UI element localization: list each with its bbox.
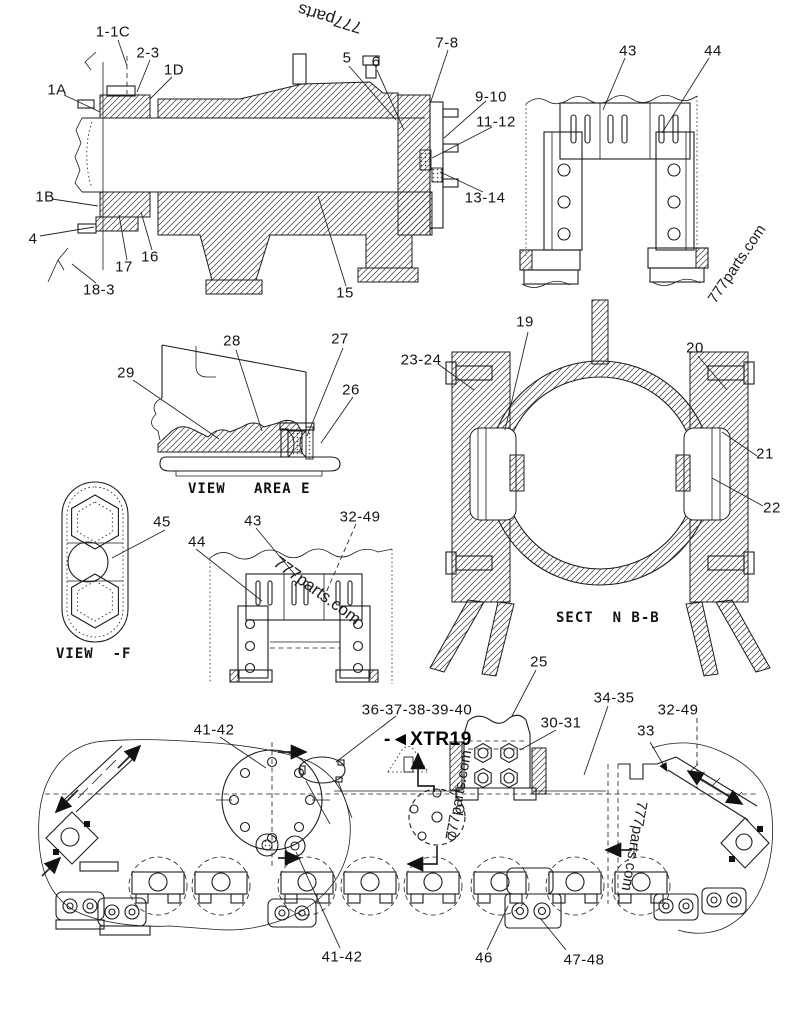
callout-label: 19 xyxy=(516,313,534,331)
callout-label: 1A xyxy=(47,81,67,99)
callout-label: 22 xyxy=(763,499,781,517)
view-area-e-detail xyxy=(132,344,354,477)
callout-label: 26 xyxy=(342,381,360,399)
xtr-marker: -◄XTR19 xyxy=(384,729,472,751)
callout-label: 32-49 xyxy=(339,508,381,526)
track-frame-assembly xyxy=(38,669,774,934)
callout-label: 21 xyxy=(756,445,774,463)
callout-label: 43 xyxy=(619,42,637,60)
view-f-link xyxy=(61,481,166,643)
callout-label: 44 xyxy=(188,533,206,551)
callout-label: 29 xyxy=(117,364,135,382)
mounting-bracket-mid xyxy=(195,523,393,684)
track-rollers xyxy=(55,851,747,951)
callout-label: 9-10 xyxy=(474,88,508,106)
callout-label: 6 xyxy=(371,53,381,71)
callout-label: 4 xyxy=(28,230,38,248)
callout-label: 5 xyxy=(342,49,352,67)
callout-label: 13-14 xyxy=(464,189,506,207)
callout-label: 15 xyxy=(336,284,354,302)
caption-view-f: VIEW -F xyxy=(56,646,132,662)
left-arrow-icon: -◄ xyxy=(384,729,411,750)
callout-label: 45 xyxy=(153,513,171,531)
callout-label: 2-3 xyxy=(136,44,160,62)
xtr-code: XTR19 xyxy=(410,729,472,750)
sect-nbb-section xyxy=(429,299,771,677)
callout-label: 30-31 xyxy=(540,714,582,732)
callout-label: 34-35 xyxy=(593,689,635,707)
callout-label: 18-3 xyxy=(82,281,116,299)
callout-label: 7-8 xyxy=(435,34,459,52)
callout-label: 41-42 xyxy=(193,721,235,739)
callout-label: 44 xyxy=(704,42,722,60)
callout-label: 32-49 xyxy=(657,701,699,719)
callout-label: 27 xyxy=(331,330,349,348)
callout-label: 20 xyxy=(686,339,704,357)
callout-label: 1-1C xyxy=(95,23,131,41)
callout-label: 23-24 xyxy=(400,351,442,369)
callout-label: 17 xyxy=(115,258,133,276)
callout-label: 28 xyxy=(223,332,241,350)
caption-view-area-e: VIEW AREA E xyxy=(188,481,311,497)
callout-label: 41-42 xyxy=(321,948,363,966)
callout-label: 43 xyxy=(244,512,262,530)
axle-cross-section xyxy=(39,39,493,295)
callout-label: 36-37-38-39-40 xyxy=(361,701,473,719)
callout-label: 1B xyxy=(35,188,55,206)
callout-label: 1D xyxy=(163,61,185,79)
callout-label: 16 xyxy=(141,248,159,266)
callout-label: 25 xyxy=(530,653,548,671)
callout-label: 11-12 xyxy=(476,113,516,131)
caption-sect-nbb: SECT N B-B xyxy=(556,610,660,626)
callout-label: 47-48 xyxy=(563,951,605,969)
mounting-bracket-top xyxy=(519,57,710,288)
callout-label: 46 xyxy=(475,949,493,967)
callout-label: 33 xyxy=(637,722,655,740)
